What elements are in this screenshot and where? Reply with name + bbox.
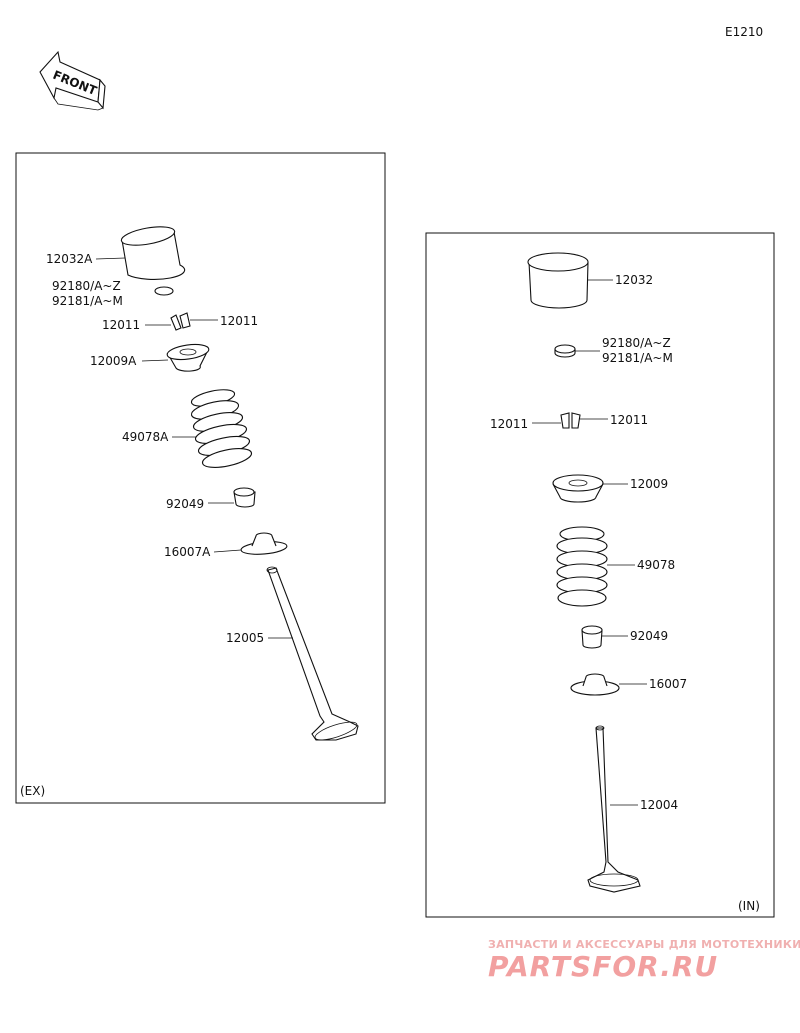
intake-caption: (IN) [738,899,760,913]
exhaust-seal [233,487,256,508]
intake-label-tappet: 12032 [615,273,653,287]
intake-label-shim-b: 92181/A~M [602,351,673,365]
intake-seat [570,673,620,696]
intake-label-cotter-left: 12011 [490,417,528,431]
exhaust-shim [154,286,174,296]
intake-valve [587,725,641,893]
intake-cotters [560,412,581,429]
exhaust-label-cotter-right: 12011 [220,314,258,328]
exhaust-label-shim-a: 92180/A~Z [52,279,121,293]
intake-spring [556,526,608,607]
exhaust-label-shim-b: 92181/A~M [52,294,123,308]
intake-label-spring: 49078 [637,558,675,572]
exhaust-retainer [166,343,210,372]
watermark-logo: PARTSFOR.RU [488,950,719,983]
exhaust-spring [190,389,253,468]
exhaust-caption: (EX) [20,784,45,798]
intake-label-valve: 12004 [640,798,678,812]
intake-panel: (IN) 12032 92180/A~Z 92181/A~M 12011 120… [425,232,775,918]
intake-panel-frame [425,232,775,918]
intake-retainer [552,474,604,503]
exhaust-label-tappet: 12032A [46,252,93,266]
intake-seal [581,625,603,649]
exhaust-panel-frame [15,152,386,804]
exhaust-label-seat: 16007A [164,545,211,559]
intake-label-seal: 92049 [630,629,668,643]
diagram-code: E1210 [725,25,763,39]
exhaust-tappet [120,226,186,280]
exhaust-panel: (EX) 12032A 92180/A~Z 92181/A~M 12011 12… [15,152,386,804]
intake-label-retainer: 12009 [630,477,668,491]
intake-label-shim-a: 92180/A~Z [602,336,671,350]
intake-shim [554,344,576,358]
exhaust-cotters [170,312,191,331]
watermark-tagline: ЗАПЧАСТИ И АКСЕССУАРЫ ДЛЯ МОТОТЕХНИКИ [488,938,800,951]
exhaust-label-seal: 92049 [166,497,204,511]
exhaust-valve [266,566,359,741]
front-arrow-icon: FRONT [39,50,106,111]
intake-tappet [527,252,589,309]
exhaust-label-valve: 12005 [226,631,264,645]
intake-label-cotter-right: 12011 [610,413,648,427]
exhaust-seat [240,532,288,555]
exhaust-label-retainer: 12009A [90,354,137,368]
intake-label-seat: 16007 [649,677,687,691]
exhaust-label-cotter-left: 12011 [102,318,140,332]
exhaust-label-spring: 49078A [122,430,169,444]
